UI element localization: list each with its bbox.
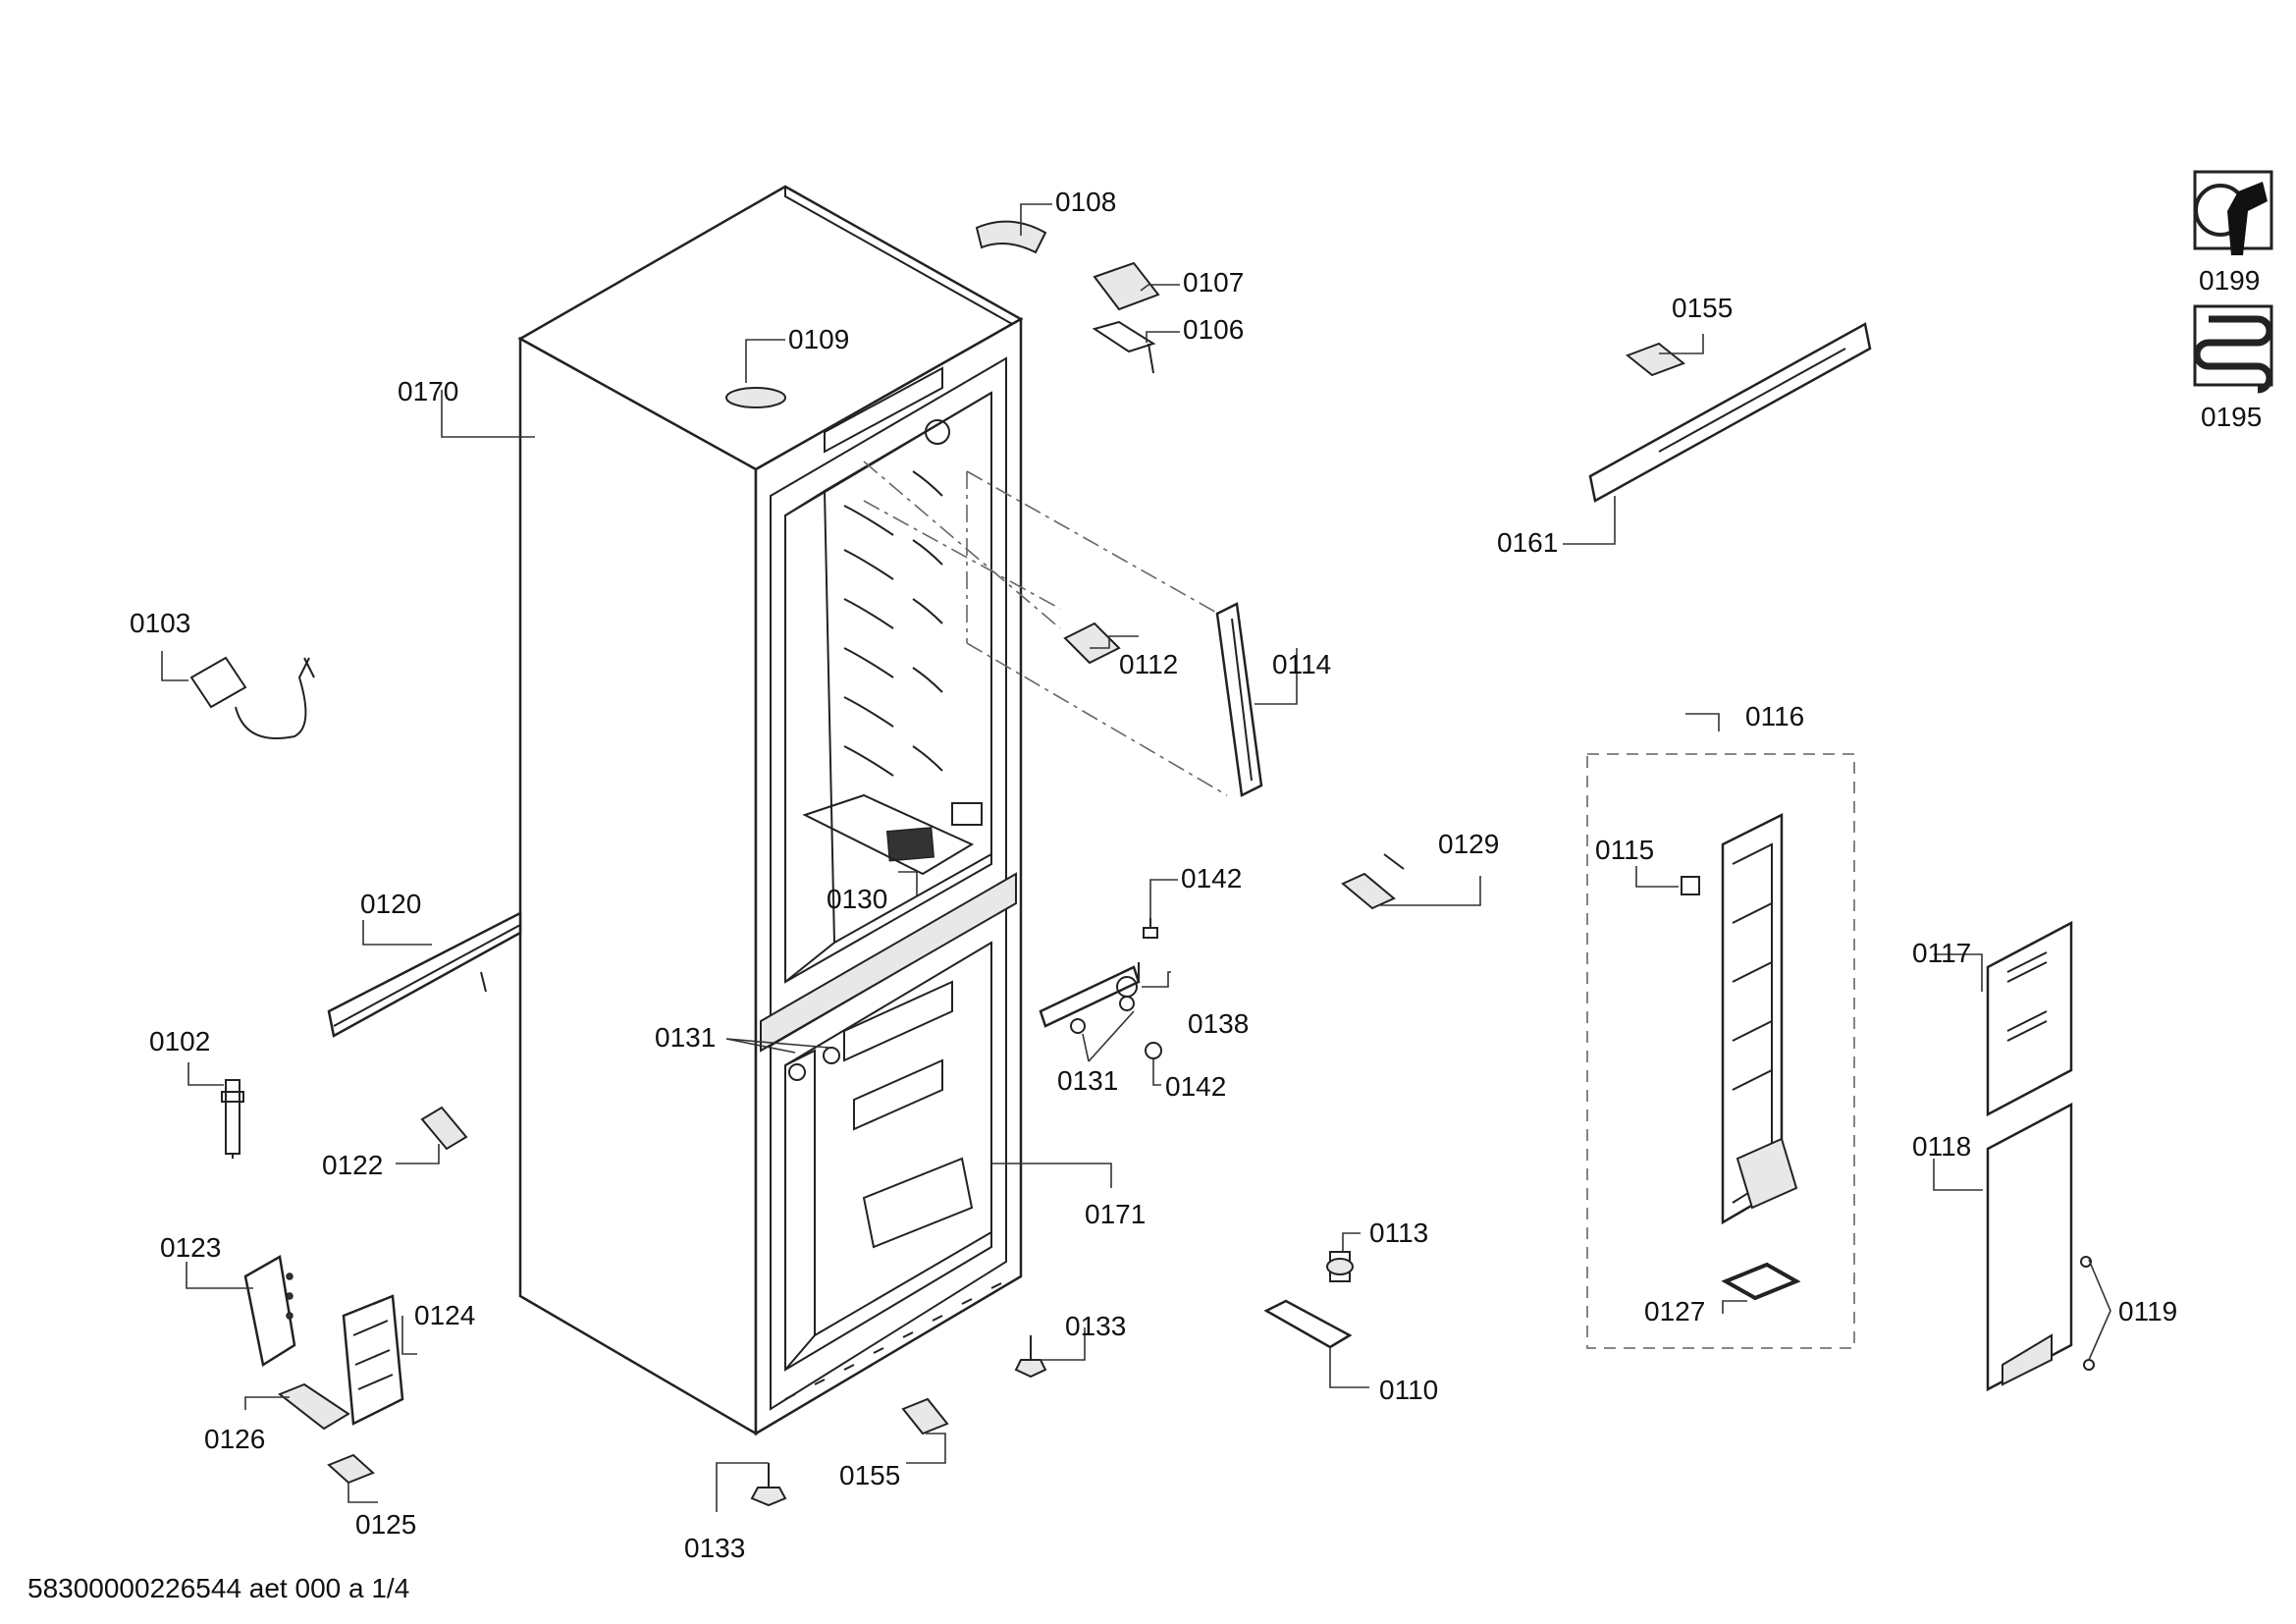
leader-lines	[161, 203, 2111, 1512]
part-0120-rail	[327, 910, 522, 1038]
part-0119-screw-b	[2083, 1359, 2095, 1371]
label-0118: 0118	[1912, 1131, 1971, 1162]
label-0127: 0127	[1644, 1296, 1705, 1326]
label-0125: 0125	[355, 1509, 416, 1540]
label-0161: 0161	[1497, 527, 1558, 558]
label-0170: 0170	[398, 376, 458, 406]
part-0131-grommet-a	[1070, 1018, 1086, 1034]
part-0118-back-panel	[1986, 1102, 2073, 1392]
label-0195: 0195	[2201, 402, 2262, 432]
part-0106-bracket	[1092, 320, 1156, 374]
label-0102: 0102	[149, 1026, 210, 1056]
tool-icon-0199	[2193, 170, 2273, 255]
part-0103-power-plug	[189, 656, 315, 739]
label-0155-top: 0155	[1672, 293, 1733, 323]
part-0113-sensor	[1326, 1251, 1354, 1282]
part-0133-foot-a	[1014, 1335, 1047, 1379]
part-0108-cover	[975, 220, 1047, 254]
label-0116: 0116	[1745, 701, 1804, 731]
part-0116-air-duct	[1721, 812, 1798, 1225]
part-0155-clip-top	[1626, 342, 1685, 377]
label-0106: 0106	[1183, 314, 1244, 345]
part-labels: 0108 0107 0106 0109 0170 0155 0161 0199 …	[130, 187, 2262, 1563]
label-0171: 0171	[1085, 1199, 1146, 1229]
coil-icon-0195	[2193, 304, 2273, 394]
label-0109: 0109	[788, 324, 849, 354]
part-0112-switch	[1063, 622, 1121, 665]
part-0142-screw-top	[1143, 918, 1158, 939]
label-0119: 0119	[2118, 1296, 2177, 1326]
label-0108: 0108	[1055, 187, 1116, 217]
part-0124-control-board	[342, 1294, 404, 1426]
label-0110: 0110	[1379, 1375, 1438, 1405]
part-0138-hinge	[1039, 962, 1141, 1028]
label-0122: 0122	[322, 1150, 383, 1180]
label-0114: 0114	[1272, 649, 1331, 679]
part-0127-gasket	[1721, 1262, 1801, 1301]
part-0126-holder	[278, 1382, 350, 1431]
label-0133-left: 0133	[684, 1533, 745, 1563]
part-0142-screw-bottom	[1145, 1042, 1162, 1059]
label-0112: 0112	[1119, 649, 1178, 679]
part-0123-bracket	[243, 1255, 296, 1368]
label-0115: 0115	[1595, 835, 1654, 865]
label-0126: 0126	[204, 1424, 265, 1454]
document-id: 58300000226544 aet 000 a 1/4	[27, 1573, 409, 1603]
light-assembly-guide	[863, 460, 1228, 796]
part-0129-connector	[1341, 853, 1405, 910]
part-0114-light-cover	[1215, 602, 1263, 797]
part-0125-clip	[327, 1453, 375, 1485]
label-0130: 0130	[827, 884, 887, 914]
part-0155-clip-bottom	[901, 1397, 949, 1435]
label-0199: 0199	[2199, 265, 2260, 296]
part-0102-pin	[221, 1079, 244, 1159]
label-0138: 0138	[1188, 1008, 1249, 1039]
label-0129: 0129	[1438, 829, 1499, 859]
part-0122-sleeve	[420, 1106, 468, 1151]
label-0142-top: 0142	[1181, 863, 1242, 893]
label-0155-bottom: 0155	[839, 1460, 900, 1490]
label-0107: 0107	[1183, 267, 1244, 298]
label-0117: 0117	[1912, 938, 1971, 968]
label-0142-bottom: 0142	[1165, 1071, 1226, 1102]
fridge-cabinet	[517, 185, 1024, 1436]
label-0113: 0113	[1369, 1218, 1428, 1248]
part-0119-screw-a	[2080, 1256, 2092, 1268]
label-0103: 0103	[130, 608, 190, 638]
label-0123: 0123	[160, 1232, 221, 1263]
label-0133-right: 0133	[1065, 1311, 1126, 1341]
label-0131-cabinet: 0131	[655, 1022, 716, 1053]
part-0107-cap	[1093, 261, 1160, 311]
part-0115-clip	[1681, 876, 1700, 895]
part-0116-group-box	[1586, 753, 1855, 1349]
part-0133-foot-b	[750, 1463, 787, 1507]
part-0161-trim-strip	[1588, 322, 1872, 503]
label-0120: 0120	[360, 889, 421, 919]
label-0124: 0124	[414, 1300, 475, 1330]
label-0131-hinge: 0131	[1057, 1065, 1118, 1096]
part-0110-lower-hinge	[1263, 1299, 1353, 1349]
part-0117-back-panel	[1986, 920, 2073, 1117]
part-0131-grommet-b	[1119, 996, 1135, 1011]
